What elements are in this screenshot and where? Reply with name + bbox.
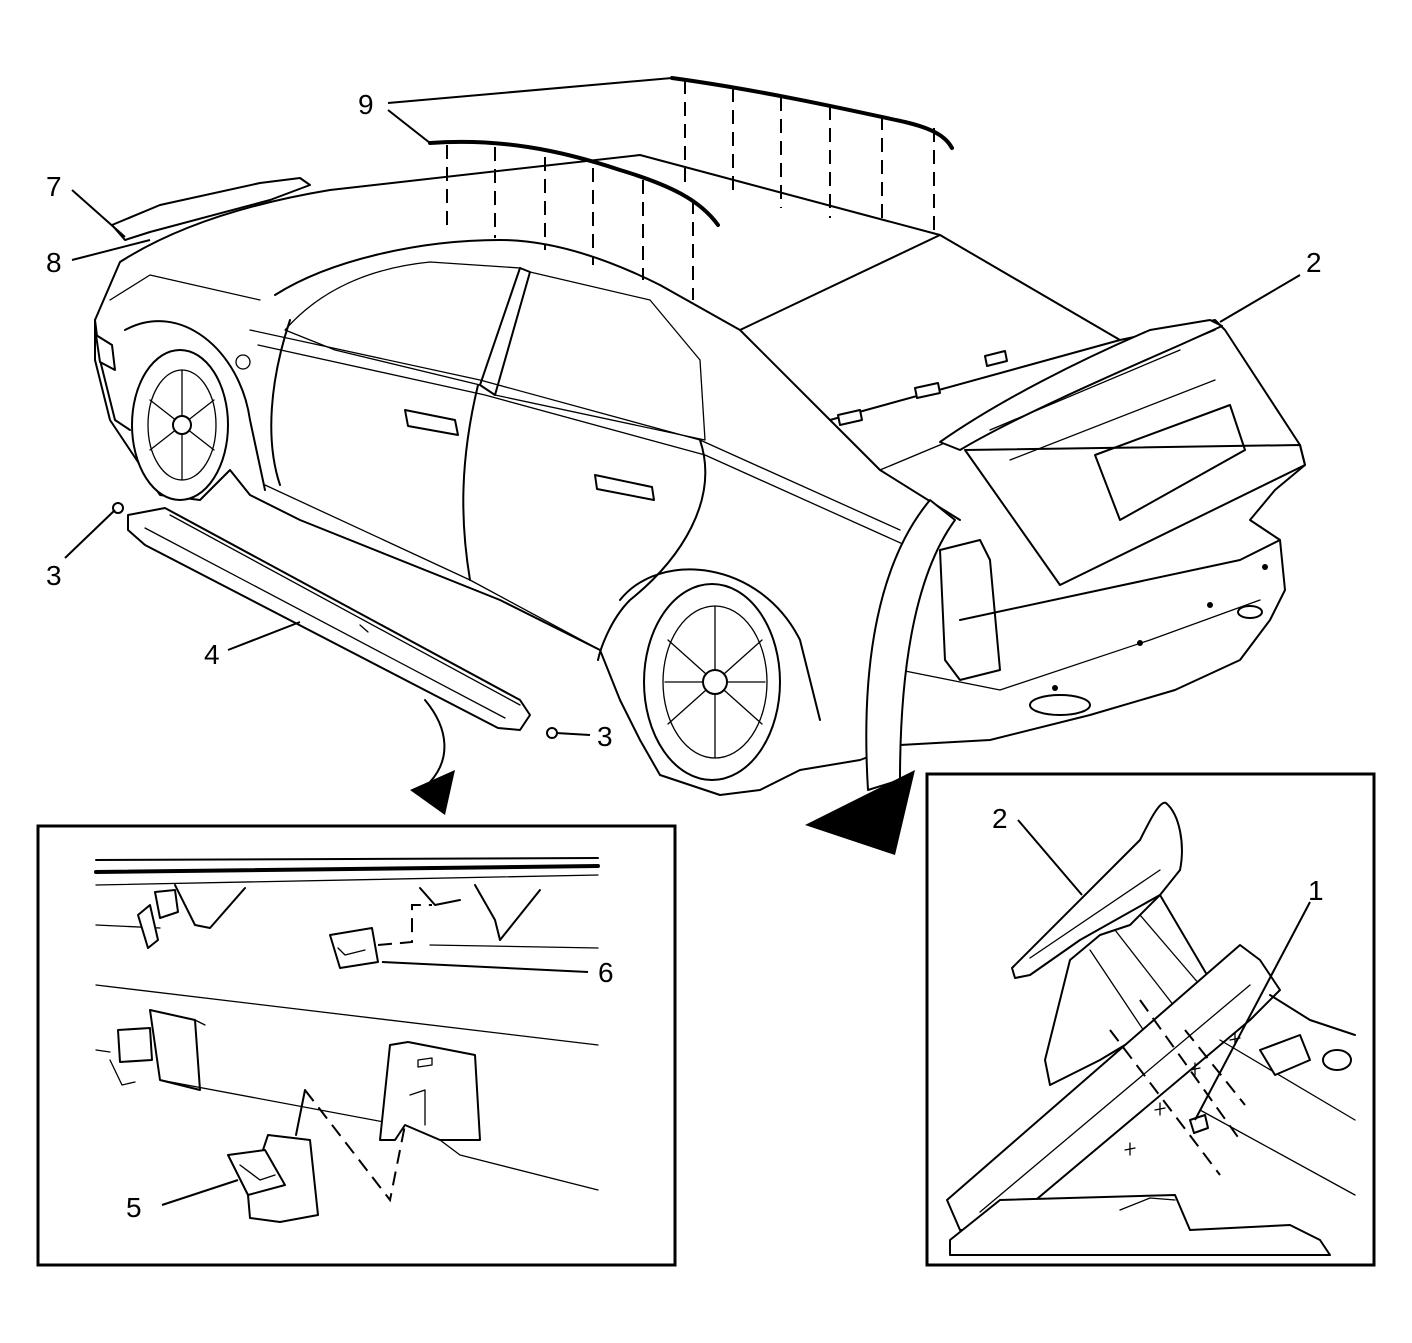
callout-2-main: 2 [1306, 247, 1322, 278]
callout-3-front: 3 [46, 560, 62, 591]
rear-spoiler [939, 319, 1223, 451]
rear-molding [111, 177, 311, 241]
callout-2-detail: 2 [992, 803, 1008, 834]
fastener-front [112, 502, 124, 514]
rocker-molding [127, 507, 531, 731]
callout-leaders [64, 77, 1301, 736]
callout-9: 9 [358, 89, 374, 120]
fastener-rear [546, 727, 558, 739]
callout-6: 6 [598, 957, 614, 988]
rear-wheel [619, 568, 821, 781]
detail-arrow-right [805, 499, 956, 855]
callout-1: 1 [1308, 875, 1324, 906]
callout-3-rear: 3 [597, 721, 613, 752]
detail-view-rocker-clips [36, 824, 677, 1267]
detail-view-spoiler-fasteners [925, 772, 1376, 1267]
callout-5: 5 [126, 1192, 142, 1223]
callout-7: 7 [46, 171, 62, 202]
detail-arrow-left [410, 699, 455, 815]
front-wheel [124, 320, 266, 501]
roof-ditch-moldings [428, 76, 954, 300]
callout-8: 8 [46, 247, 62, 278]
callout-4: 4 [204, 639, 220, 670]
